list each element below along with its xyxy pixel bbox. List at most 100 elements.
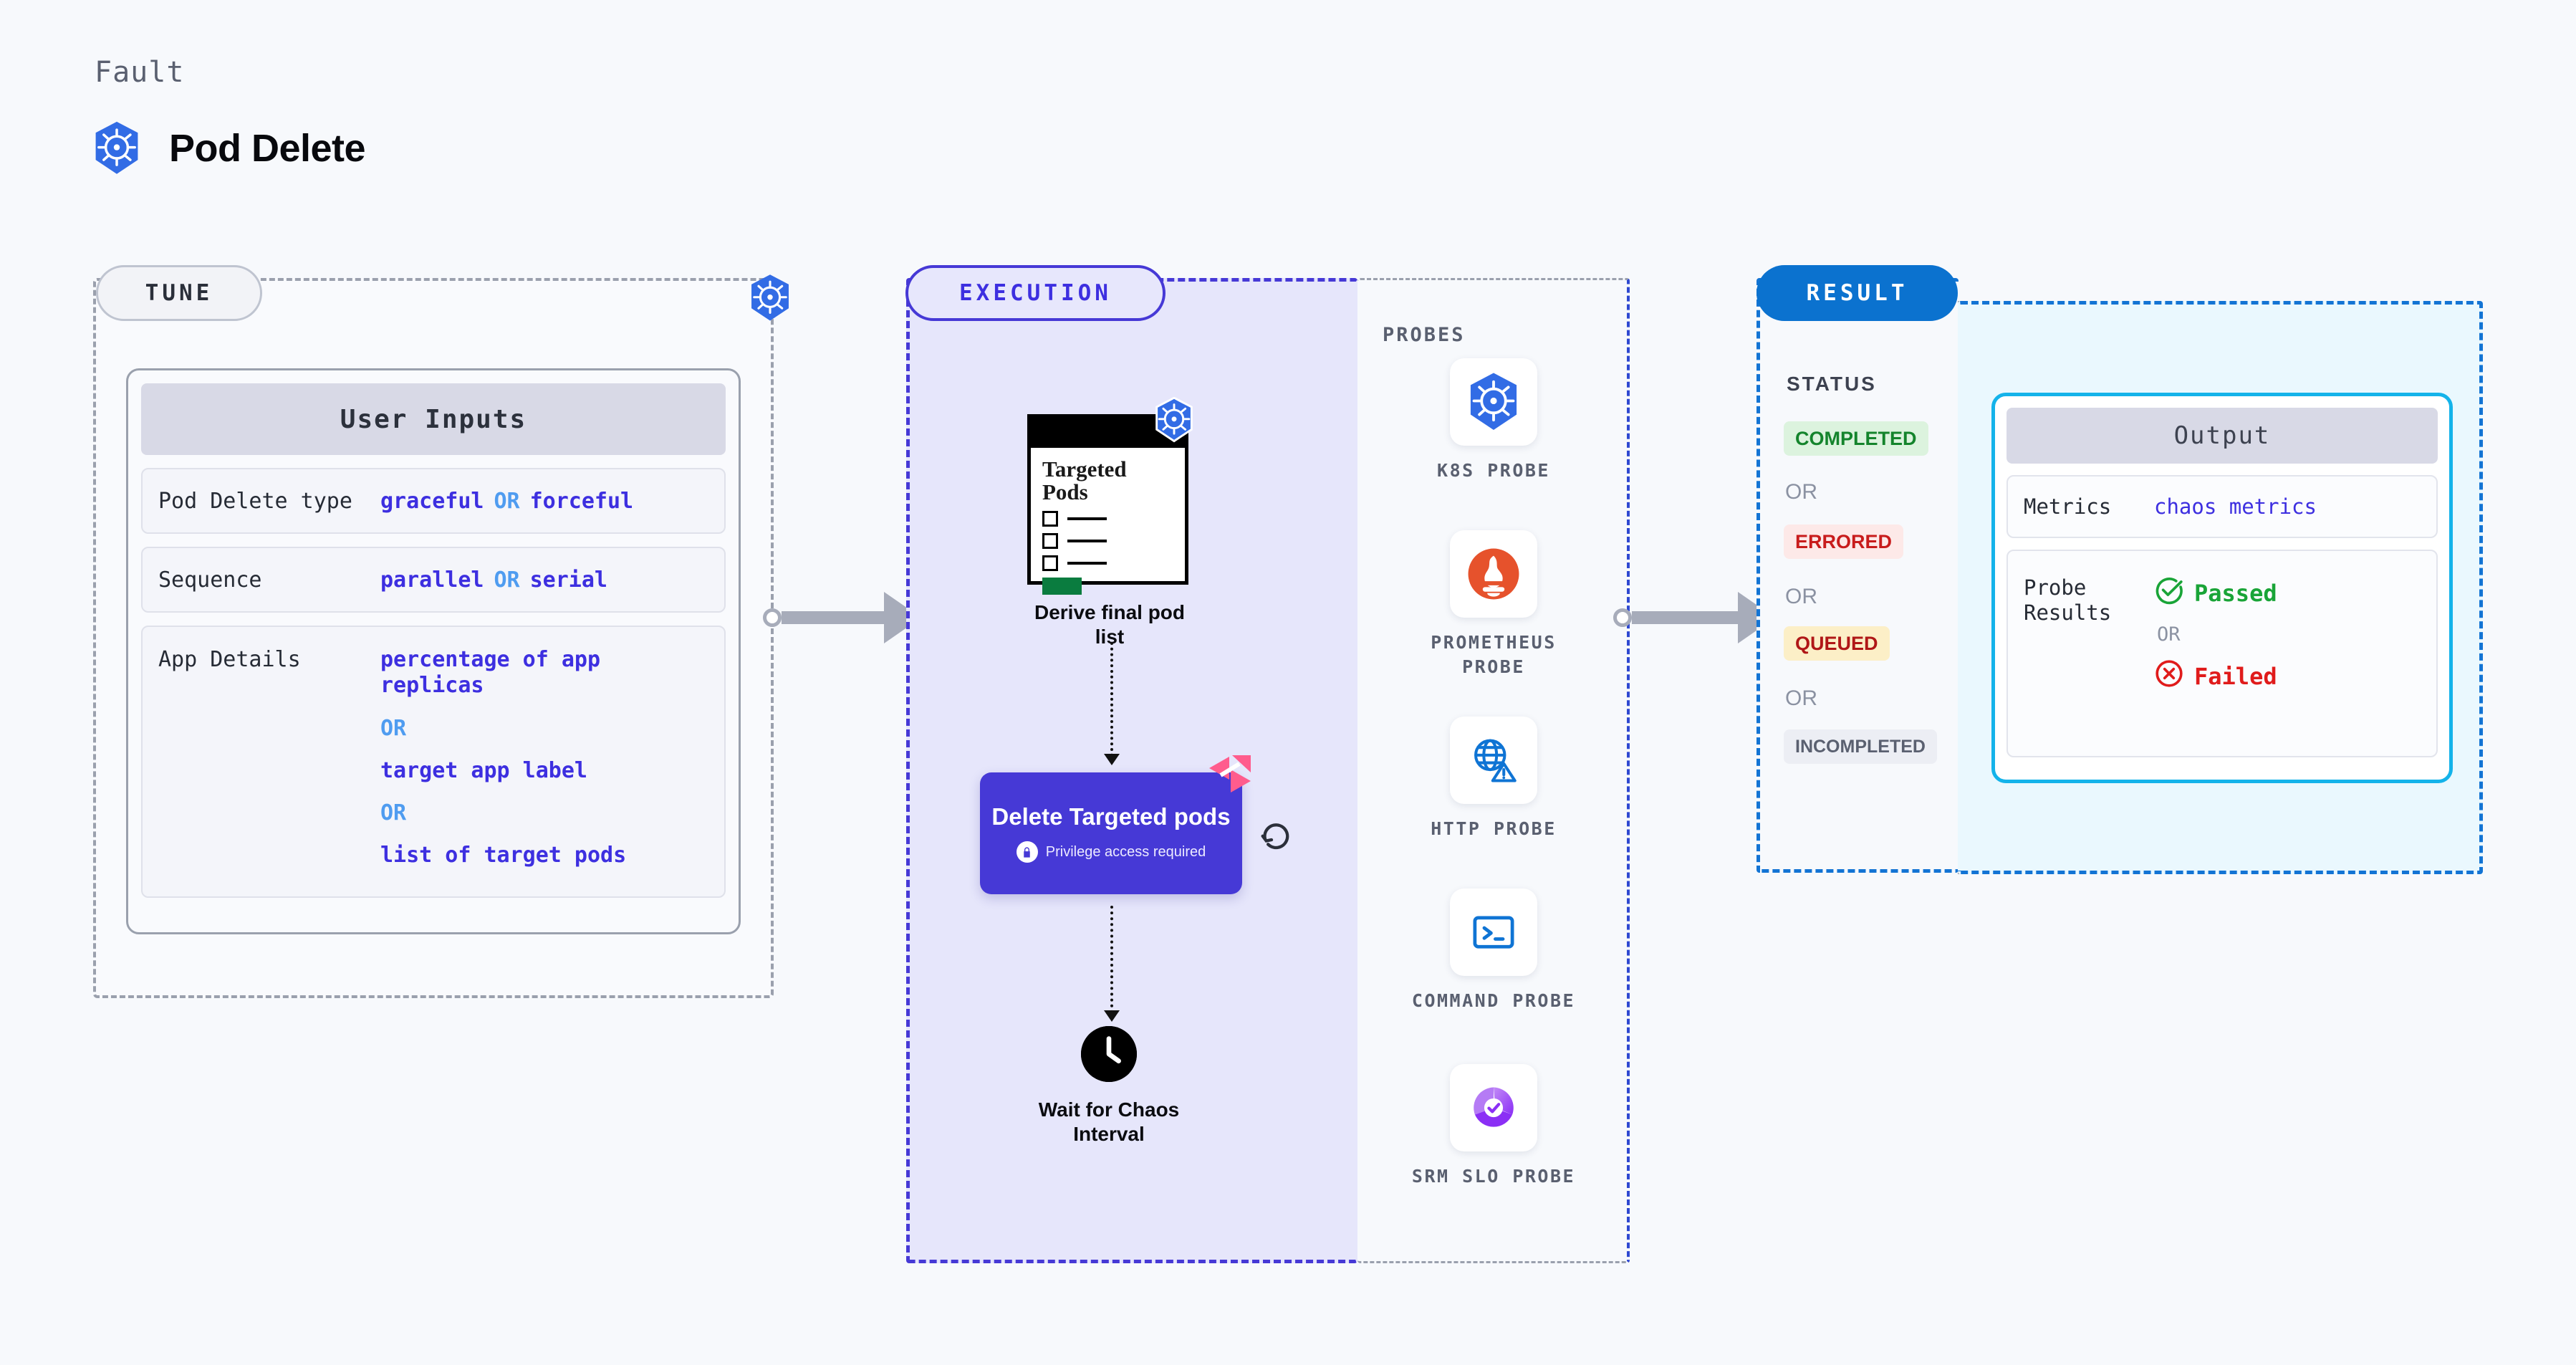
probes-title: PROBES — [1383, 324, 1466, 346]
list-item — [1042, 533, 1173, 550]
fault-label: Fault — [95, 56, 185, 89]
probe-result-passed: Passed — [2154, 575, 2277, 610]
failed-label: Failed — [2194, 662, 2277, 690]
privilege-note: Privilege access required — [1045, 843, 1206, 860]
wait-chaos-interval-caption: Wait for Chaos Interval — [1038, 1098, 1180, 1145]
result-chip[interactable]: RESULT — [1756, 265, 1958, 321]
delete-node-title: Delete Targeted pods — [991, 803, 1231, 830]
user-inputs-title: User Inputs — [141, 383, 726, 455]
or-separator: OR — [2157, 623, 2181, 646]
kubernetes-icon — [92, 120, 142, 176]
connector-bar — [782, 611, 885, 624]
checkbox-icon — [1042, 511, 1058, 527]
or-separator: OR — [380, 800, 407, 825]
srm-slo-icon — [1450, 1064, 1537, 1151]
x-circle-icon — [2154, 658, 2184, 694]
probe-result-failed: Failed — [2154, 658, 2277, 694]
output-row-metrics: Metrics chaos metrics — [2007, 475, 2438, 538]
or-separator: OR — [494, 488, 520, 514]
probe-item-srm-slo[interactable]: SRM SLO PROBE — [1400, 1064, 1587, 1189]
list-line — [1067, 562, 1107, 565]
or-separator: OR — [1785, 480, 1817, 504]
or-separator: OR — [494, 567, 520, 593]
derive-pod-list-caption: Derive final pod list — [1034, 601, 1186, 648]
kubernetes-icon — [1450, 358, 1537, 446]
wait-chaos-interval-node[interactable]: Wait for Chaos Interval — [1030, 1026, 1188, 1146]
output-title: Output — [2007, 408, 2438, 464]
input-value-b: target app label — [380, 758, 587, 783]
check-circle-icon — [2154, 575, 2184, 610]
output-key: Probe Results — [2024, 575, 2112, 625]
input-key: App Details — [158, 647, 301, 672]
or-separator: OR — [1785, 686, 1817, 710]
input-row-sequence: Sequence parallel OR serial — [141, 547, 726, 613]
chaos-mark-icon — [1208, 754, 1252, 799]
targeted-pods-card: Targeted Pods — [1027, 414, 1188, 595]
list-item — [1042, 555, 1173, 572]
input-row-pod-delete-type: Pod Delete type graceful OR forceful — [141, 468, 726, 534]
probe-label: K8S PROBE — [1437, 460, 1550, 481]
flow-arrowhead — [1104, 754, 1120, 765]
list-item — [1042, 511, 1173, 527]
pod-checklist — [1042, 511, 1173, 595]
input-value-c: list of target pods — [380, 843, 627, 868]
targeted-pods-title: Targeted Pods — [1042, 456, 1127, 505]
delete-targeted-pods-node[interactable]: Delete Targeted pods Privilege access re… — [980, 755, 1251, 894]
probe-label: PROMETHEUS PROBE — [1431, 632, 1557, 677]
flow-line — [1110, 642, 1113, 757]
status-badge-errored: ERRORED — [1784, 525, 1904, 559]
flow-line — [1110, 906, 1113, 1013]
connector-bar — [1632, 611, 1739, 624]
checkbox-icon — [1042, 555, 1058, 572]
input-row-app-details: App Details percentage of app replicas O… — [141, 626, 726, 898]
fault-title-row: Pod Delete — [92, 120, 366, 176]
status-title: STATUS — [1787, 373, 1877, 395]
kubernetes-icon — [748, 274, 792, 326]
probe-item-command[interactable]: COMMAND PROBE — [1400, 889, 1587, 1013]
input-key: Pod Delete type — [158, 488, 352, 514]
output-key: Metrics — [2024, 494, 2112, 519]
probe-item-http[interactable]: HTTP PROBE — [1400, 717, 1587, 841]
input-value-b: forceful — [529, 488, 634, 514]
flow-arrowhead — [1104, 1010, 1120, 1022]
retry-icon[interactable] — [1258, 818, 1294, 857]
list-line — [1067, 517, 1107, 521]
list-line — [1067, 540, 1107, 543]
probe-label: COMMAND PROBE — [1411, 990, 1576, 1011]
probe-item-prometheus[interactable]: PROMETHEUS PROBE — [1400, 530, 1587, 679]
status-badge-completed: COMPLETED — [1784, 421, 1928, 456]
derive-pod-list-node[interactable]: Targeted Pods Derive final pod list — [1027, 396, 1193, 648]
input-value-b: serial — [529, 567, 607, 593]
terminal-icon — [1450, 889, 1537, 976]
user-inputs-card: User Inputs Pod Delete type graceful OR … — [126, 368, 741, 934]
or-separator: OR — [1785, 585, 1817, 608]
input-value-a: parallel — [380, 567, 484, 593]
result-status-panel — [1756, 278, 1959, 873]
probe-label: HTTP PROBE — [1431, 818, 1557, 839]
status-badge-queued: QUEUED — [1784, 626, 1890, 661]
output-value: chaos metrics — [2154, 494, 2317, 519]
connector-dot — [763, 608, 782, 627]
probe-label: SRM SLO PROBE — [1411, 1166, 1576, 1187]
status-badge-incompleted: INCOMPLETED — [1784, 729, 1937, 764]
input-value-a: percentage of app replicas — [380, 647, 601, 698]
checkbox-icon — [1042, 533, 1058, 550]
privilege-row: Privilege access required — [1016, 841, 1206, 863]
probe-item-k8s[interactable]: K8S PROBE — [1400, 358, 1587, 483]
http-globe-icon — [1450, 717, 1537, 804]
page-title: Pod Delete — [169, 127, 366, 170]
kubernetes-icon — [1153, 396, 1195, 446]
input-value-a: graceful — [380, 488, 484, 514]
output-card: Output Metrics chaos metrics Probe Resul… — [1991, 393, 2453, 783]
progress-block — [1042, 578, 1082, 595]
passed-label: Passed — [2194, 579, 2277, 607]
tune-chip[interactable]: TUNE — [96, 265, 262, 321]
lock-icon — [1016, 841, 1038, 863]
output-row-probe-results: Probe Results Passed OR — [2007, 550, 2438, 757]
prometheus-icon — [1450, 530, 1537, 618]
execution-chip[interactable]: EXECUTION — [905, 265, 1166, 321]
or-separator: OR — [380, 716, 407, 741]
connector-dot — [1613, 608, 1632, 627]
clock-icon — [1081, 1026, 1137, 1082]
